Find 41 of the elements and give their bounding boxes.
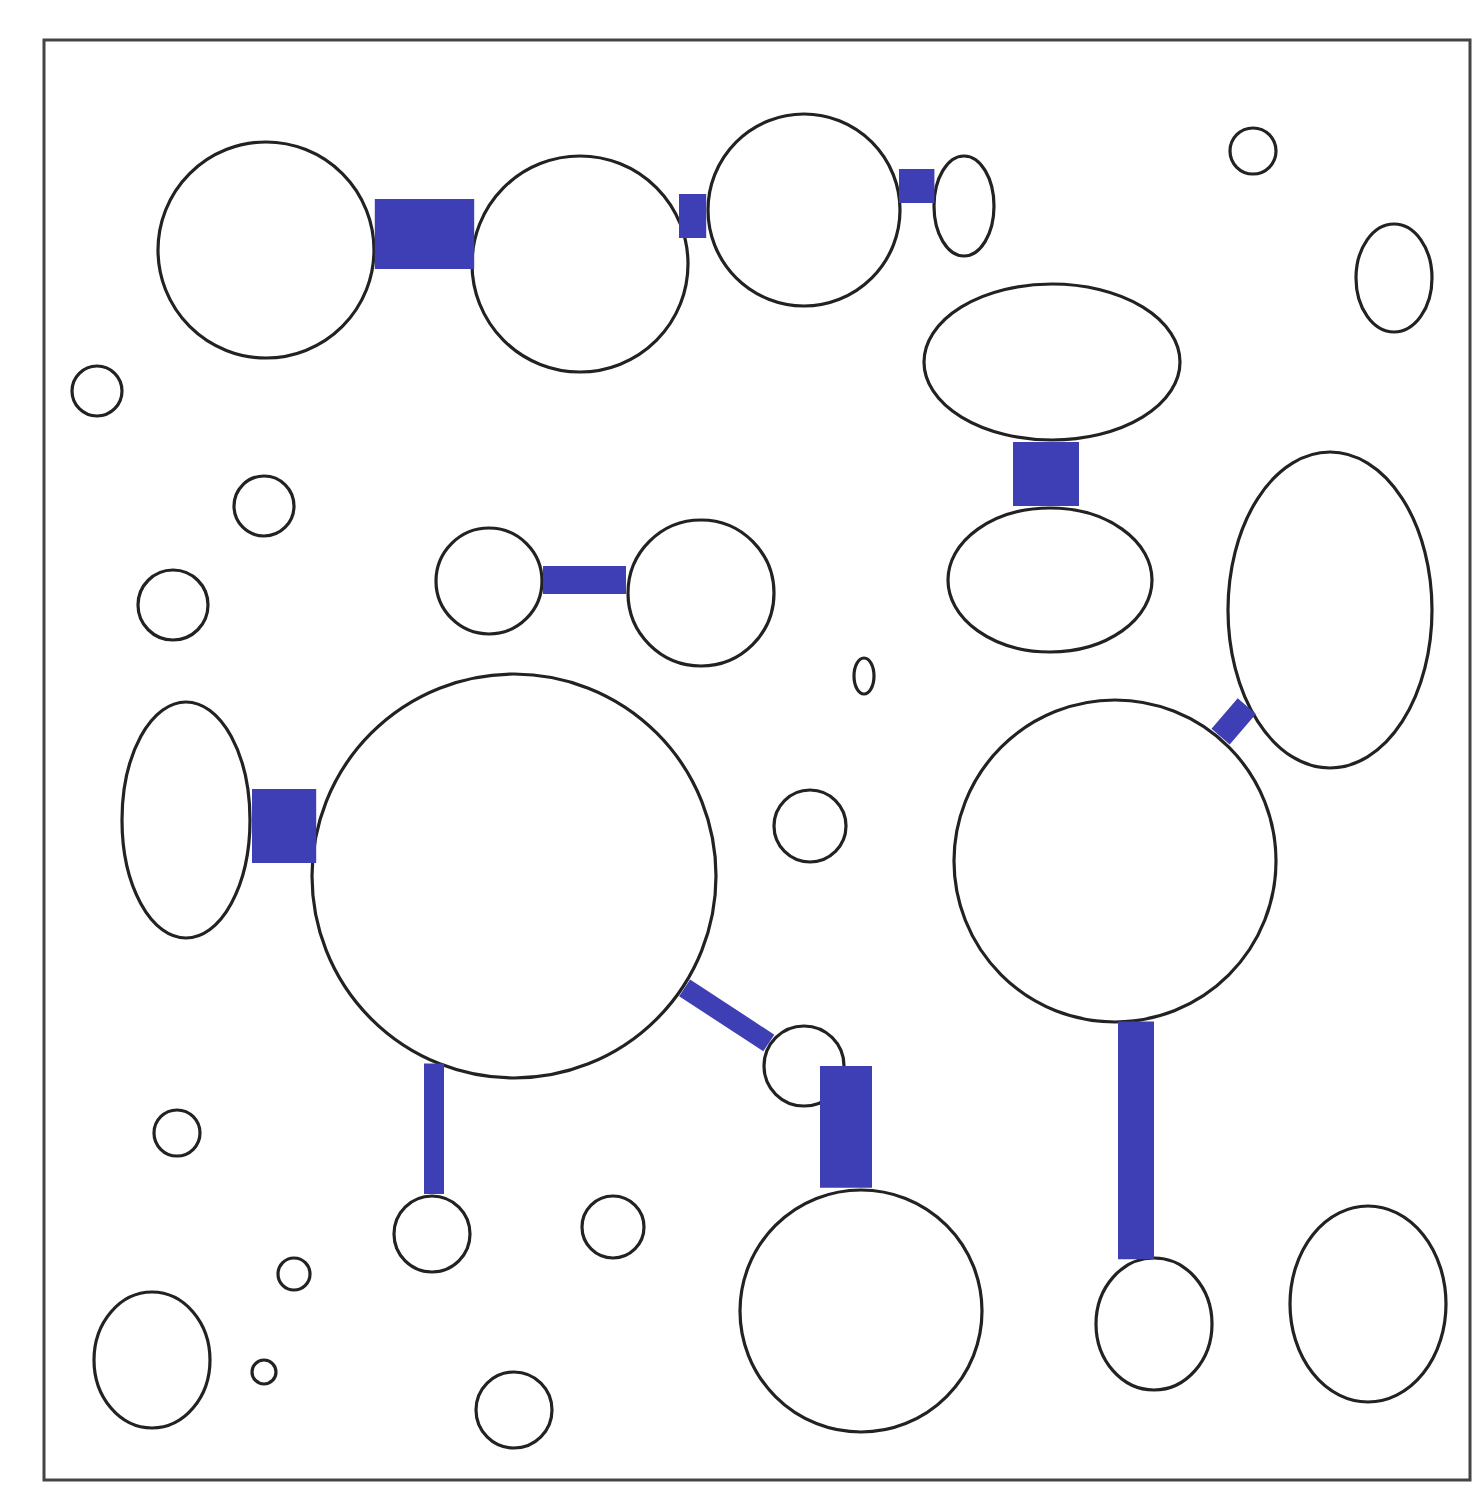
connecting-bar <box>820 1066 872 1188</box>
circle <box>951 697 1277 1023</box>
ellipse <box>120 700 252 940</box>
circle <box>151 1107 201 1157</box>
ellipse <box>946 506 1154 654</box>
circle <box>433 525 543 635</box>
circle <box>1227 125 1277 175</box>
ellipse <box>1094 1256 1214 1392</box>
circle <box>625 517 775 667</box>
circle <box>276 1256 312 1292</box>
circle <box>474 1370 554 1450</box>
circle <box>470 154 690 374</box>
circle <box>706 112 902 308</box>
ellipse <box>1354 222 1434 334</box>
circle <box>579 1193 645 1259</box>
circle <box>310 672 718 1080</box>
circle <box>762 1024 846 1108</box>
connecting-bar <box>374 199 475 269</box>
connecting-bar <box>424 1063 444 1194</box>
circle <box>772 788 848 864</box>
ellipse <box>1288 1204 1448 1404</box>
connecting-bar <box>1118 1021 1154 1260</box>
connecting-bar <box>1013 442 1079 506</box>
circle <box>392 1194 472 1274</box>
ellipse <box>922 282 1182 442</box>
connecting-bar <box>899 169 935 203</box>
ellipse <box>92 1290 212 1430</box>
circle <box>232 474 296 538</box>
connecting-bar <box>1211 698 1256 745</box>
circle <box>69 363 123 417</box>
connecting-bar <box>252 789 317 863</box>
connecting-bar <box>679 194 707 238</box>
ellipse <box>932 154 996 258</box>
connecting-bar <box>543 566 626 594</box>
connecting-bar <box>679 979 775 1052</box>
circle <box>737 1187 983 1433</box>
circle <box>135 567 209 641</box>
circle <box>250 1358 278 1386</box>
ellipse <box>852 656 876 696</box>
ellipse <box>1226 450 1434 770</box>
circle <box>156 140 376 360</box>
